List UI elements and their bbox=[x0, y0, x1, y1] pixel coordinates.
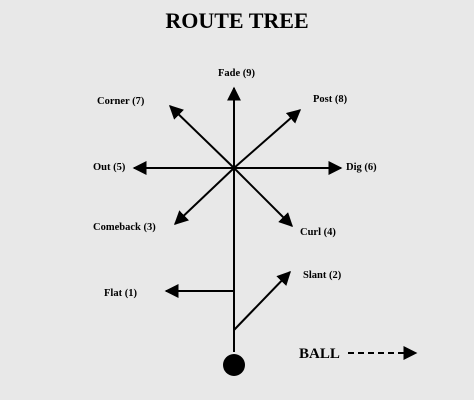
route-post-line bbox=[233, 109, 302, 169]
route-slant-line bbox=[233, 270, 291, 331]
label-post: Post (8) bbox=[313, 94, 348, 105]
label-flat: Flat (1) bbox=[104, 288, 137, 299]
route-comeback-line bbox=[173, 167, 235, 225]
diagram-title: ROUTE TREE bbox=[165, 8, 309, 33]
label-dig: Dig (6) bbox=[346, 162, 377, 173]
ball-icon bbox=[223, 354, 245, 376]
route-corner-line bbox=[168, 105, 235, 169]
label-fade: Fade (9) bbox=[218, 68, 256, 79]
label-comeback: Comeback (3) bbox=[93, 222, 156, 233]
route-curl-line bbox=[233, 167, 293, 227]
label-out: Out (5) bbox=[93, 162, 126, 173]
label-slant: Slant (2) bbox=[303, 270, 342, 281]
label-corner: Corner (7) bbox=[97, 96, 145, 107]
ball-label: BALL bbox=[299, 346, 340, 362]
label-curl: Curl (4) bbox=[300, 227, 336, 238]
